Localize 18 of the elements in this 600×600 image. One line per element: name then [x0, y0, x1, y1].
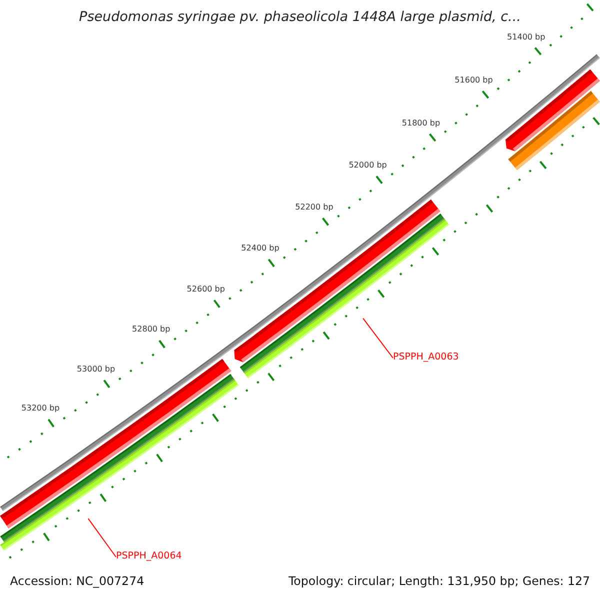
- gene-label: PSPPH_A0063: [393, 352, 459, 364]
- scale-label: 52200 bp: [295, 202, 334, 212]
- gene-arrow: [0, 358, 232, 528]
- footer-text: Accession: NC_007274: [10, 575, 144, 589]
- scale-label: 51800 bp: [402, 118, 440, 128]
- scale-label: 52400 bp: [241, 244, 280, 253]
- scale-label: 53200 bp: [21, 403, 60, 413]
- leader-line: [88, 518, 116, 558]
- gene-label: PSPPH_A0064: [116, 552, 182, 562]
- scale-label: 53000 bp: [76, 364, 116, 374]
- footer-text: Topology: circular; Length: 131,950 bp; Genes: 127: [288, 575, 590, 589]
- scale-label: 52600 bp: [186, 284, 225, 294]
- title: Pseudomonas syringae pv. phaseolicola 1448A large plasmid, c...: [79, 10, 521, 26]
- leader-line: [362, 318, 394, 358]
- scale-label: 51600 bp: [454, 76, 493, 85]
- scale-label: 52000 bp: [348, 160, 387, 170]
- scale-label: 51400 bp: [507, 32, 546, 42]
- scale-label: 52800 bp: [132, 324, 170, 334]
